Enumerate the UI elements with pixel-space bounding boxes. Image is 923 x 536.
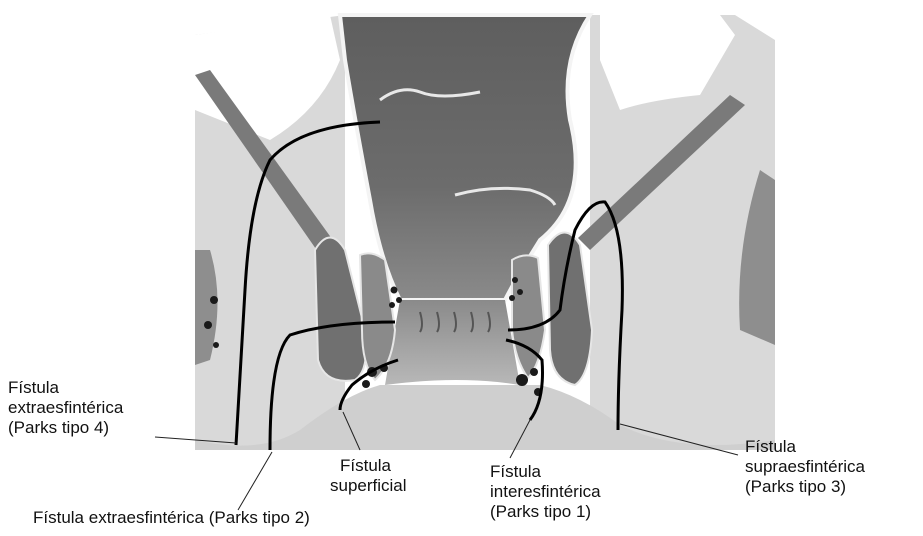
label-line: supraesfintérica xyxy=(745,457,865,477)
label-line: (Parks tipo 4) xyxy=(8,418,123,438)
label-extraesfinterica-parks-4: Fístula extraesfintérica (Parks tipo 4) xyxy=(8,378,123,438)
anal-canal xyxy=(385,300,520,385)
label-line: Fístula xyxy=(745,437,865,457)
label-line: (Parks tipo 1) xyxy=(490,502,601,522)
label-interesfinterica-parks-1: Fístula interesfintérica (Parks tipo 1) xyxy=(490,462,601,522)
label-line: (Parks tipo 3) xyxy=(745,477,865,497)
label-line: Fístula xyxy=(490,462,601,482)
label-superficial: Fístula superficial xyxy=(330,456,407,496)
label-line: superficial xyxy=(330,476,407,496)
label-line: interesfintérica xyxy=(490,482,601,502)
label-supraesfinterica-parks-3: Fístula supraesfintérica (Parks tipo 3) xyxy=(745,437,865,497)
label-line: extraesfintérica xyxy=(8,398,123,418)
label-line: Fístula xyxy=(8,378,123,398)
label-line: Fístula extraesfintérica (Parks tipo 2) xyxy=(33,508,310,528)
label-line: Fístula xyxy=(330,456,407,476)
label-extraesfinterica-parks-2: Fístula extraesfintérica (Parks tipo 2) xyxy=(33,508,310,528)
left-external-sphincter xyxy=(315,238,366,381)
